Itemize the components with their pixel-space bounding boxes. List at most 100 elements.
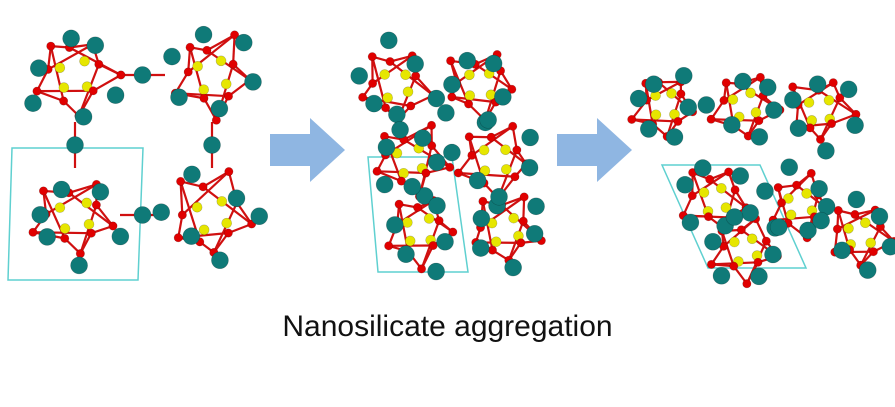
metal-atom — [674, 66, 693, 85]
silicon-atom — [745, 87, 756, 99]
silicon-atom — [501, 164, 512, 175]
metal-atom — [24, 94, 42, 113]
bond — [836, 209, 876, 231]
metal-atom — [780, 158, 799, 177]
oxygen-atom — [742, 279, 752, 289]
silicon-atom — [785, 209, 797, 221]
oxygen-atom — [512, 145, 522, 155]
metal-atom — [525, 224, 544, 243]
metal-atom — [428, 196, 446, 215]
oxygen-atom — [38, 186, 48, 196]
metal-atom — [808, 75, 827, 94]
metal-atom — [741, 204, 759, 222]
metal-atom — [397, 245, 415, 264]
oxygen-atom — [86, 228, 96, 238]
silicon-atom — [216, 196, 228, 207]
silicon-atom — [220, 78, 232, 90]
silicon-atom — [79, 55, 90, 67]
oxygen-atom — [703, 212, 713, 222]
oxygen-atom — [223, 91, 233, 101]
bond — [451, 95, 496, 104]
oxygen-atom — [788, 82, 798, 92]
bond — [179, 181, 184, 216]
oxygen-atom — [428, 241, 438, 251]
metal-atom — [38, 228, 56, 246]
metal-atom — [403, 177, 422, 196]
metal-atom — [723, 116, 741, 134]
oxygen-atom — [446, 56, 456, 66]
metal-atom — [210, 99, 229, 118]
bond — [68, 191, 114, 227]
metal-atom — [31, 206, 50, 224]
oxygen-atom — [706, 114, 716, 124]
metal-atom — [211, 251, 229, 270]
metal-atom — [881, 237, 895, 256]
structure-partially-aggregated — [350, 31, 546, 281]
oxygen-atom — [368, 78, 378, 88]
oxygen-atom — [519, 192, 529, 202]
metal-atom — [66, 136, 84, 154]
unit-cell — [367, 156, 469, 273]
metal-atom — [386, 216, 404, 234]
metal-atom — [52, 180, 71, 199]
oxygen-atom — [75, 249, 85, 259]
bond — [474, 63, 513, 91]
oxygen-atom — [467, 150, 477, 160]
oxygen-atom — [413, 202, 423, 212]
oxygen-atom — [754, 116, 764, 126]
metal-atom — [527, 197, 545, 216]
oxygen-atom — [755, 72, 765, 82]
bond — [79, 204, 98, 254]
oxygen-atom — [815, 134, 825, 144]
metal-atom — [413, 129, 432, 147]
oxygen-atom — [486, 132, 496, 142]
metal-atom — [839, 80, 858, 99]
metal-atom — [227, 189, 246, 208]
metal-atom — [427, 153, 446, 172]
oxygen-atom — [358, 92, 368, 102]
metal-atom — [846, 116, 864, 135]
bond — [709, 178, 747, 209]
silicon-atom — [58, 82, 70, 93]
bond — [36, 90, 64, 103]
metal-atom — [182, 227, 201, 245]
metal-atom — [152, 203, 171, 221]
oxygen-atom — [199, 93, 209, 103]
arrow-right-icon — [557, 118, 632, 182]
silicon-atom — [750, 107, 762, 118]
oxygen-atom — [185, 42, 195, 52]
metal-atom — [858, 261, 877, 279]
silicon-atom — [191, 201, 203, 213]
silicon-atom — [402, 217, 413, 228]
oxygen-atom — [385, 57, 395, 67]
silicon-atom — [221, 217, 232, 229]
metal-atom — [458, 51, 477, 70]
oxygen-atom — [777, 198, 787, 208]
metal-atom — [183, 165, 201, 184]
silicon-atom — [508, 212, 519, 224]
bond — [232, 34, 236, 65]
metal-atom — [521, 128, 539, 147]
oxygen-atom — [223, 228, 233, 238]
oxygen-atom — [761, 236, 771, 246]
oxygen-atom — [627, 114, 637, 124]
bond — [206, 33, 236, 52]
oxygen-atom — [828, 78, 838, 88]
caption: Nanosilicate aggregation — [282, 310, 613, 343]
metal-atom — [70, 256, 88, 275]
silicon-atom — [54, 202, 66, 213]
silicon-atom — [398, 167, 409, 179]
unit-cell — [7, 147, 144, 281]
metal-atom — [769, 218, 788, 236]
metal-atom — [29, 59, 48, 77]
metal-atom — [427, 89, 446, 108]
metal-atom — [639, 120, 658, 138]
oxygen-atom — [88, 86, 98, 96]
oxygen-atom — [46, 41, 56, 51]
oxygen-atom — [28, 227, 38, 237]
oxygen-atom — [427, 120, 437, 130]
metal-atom — [194, 25, 213, 44]
oxygen-atom — [60, 233, 70, 243]
oxygen-atom — [832, 224, 842, 234]
